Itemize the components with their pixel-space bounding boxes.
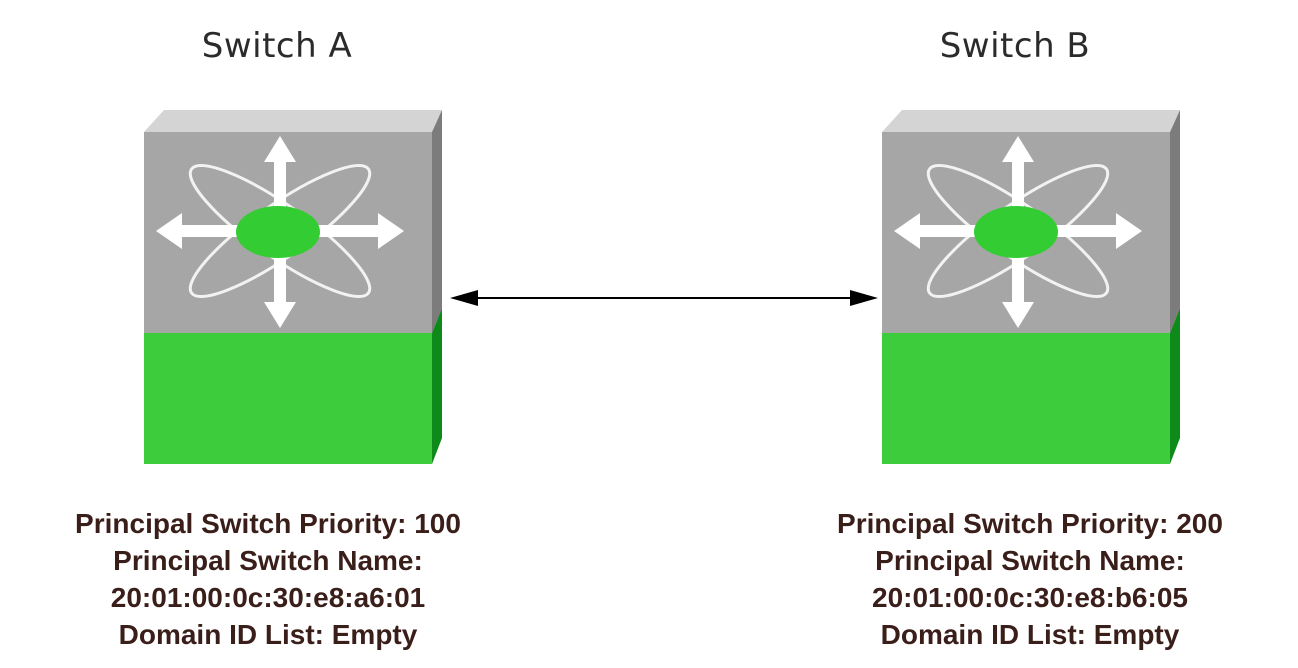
switch-a-top-face: [144, 110, 442, 132]
switch-a-side-lower: [432, 308, 442, 464]
switch-a-domain-list: Domain ID List: Empty: [118, 619, 418, 650]
switch-b-title: Switch B: [939, 26, 1091, 66]
switch-a-info: Principal Switch Priority: 100 Principal…: [38, 505, 498, 653]
switch-a-title: Switch A: [201, 26, 353, 66]
switch-a-priority: Principal Switch Priority: 100: [75, 508, 461, 539]
switch-b-domain-list: Domain ID List: Empty: [880, 619, 1180, 650]
switch-b-icon: [882, 110, 1180, 464]
switch-b-wwn: 20:01:00:0c:30:e8:b6:05: [872, 582, 1188, 613]
switch-a-emblem: [156, 136, 404, 328]
switch-a-name-label: Principal Switch Name:: [113, 545, 423, 576]
switch-b-side-upper: [1170, 110, 1180, 333]
switch-b-top-face: [882, 110, 1180, 132]
bidirectional-arrow-icon: [450, 290, 878, 306]
switch-a-front-lower: [144, 333, 432, 464]
switch-a-wwn: 20:01:00:0c:30:e8:a6:01: [110, 582, 426, 613]
switch-a-icon: [144, 110, 442, 464]
switch-b-side-lower: [1170, 308, 1180, 464]
switch-b-priority: Principal Switch Priority: 200: [837, 508, 1223, 539]
switch-b-emblem: [894, 136, 1142, 328]
switch-b-front-lower: [882, 333, 1170, 464]
switch-b-info: Principal Switch Priority: 200 Principal…: [800, 505, 1260, 653]
switch-b-name-label: Principal Switch Name:: [875, 545, 1185, 576]
switch-a-side-upper: [432, 110, 442, 333]
